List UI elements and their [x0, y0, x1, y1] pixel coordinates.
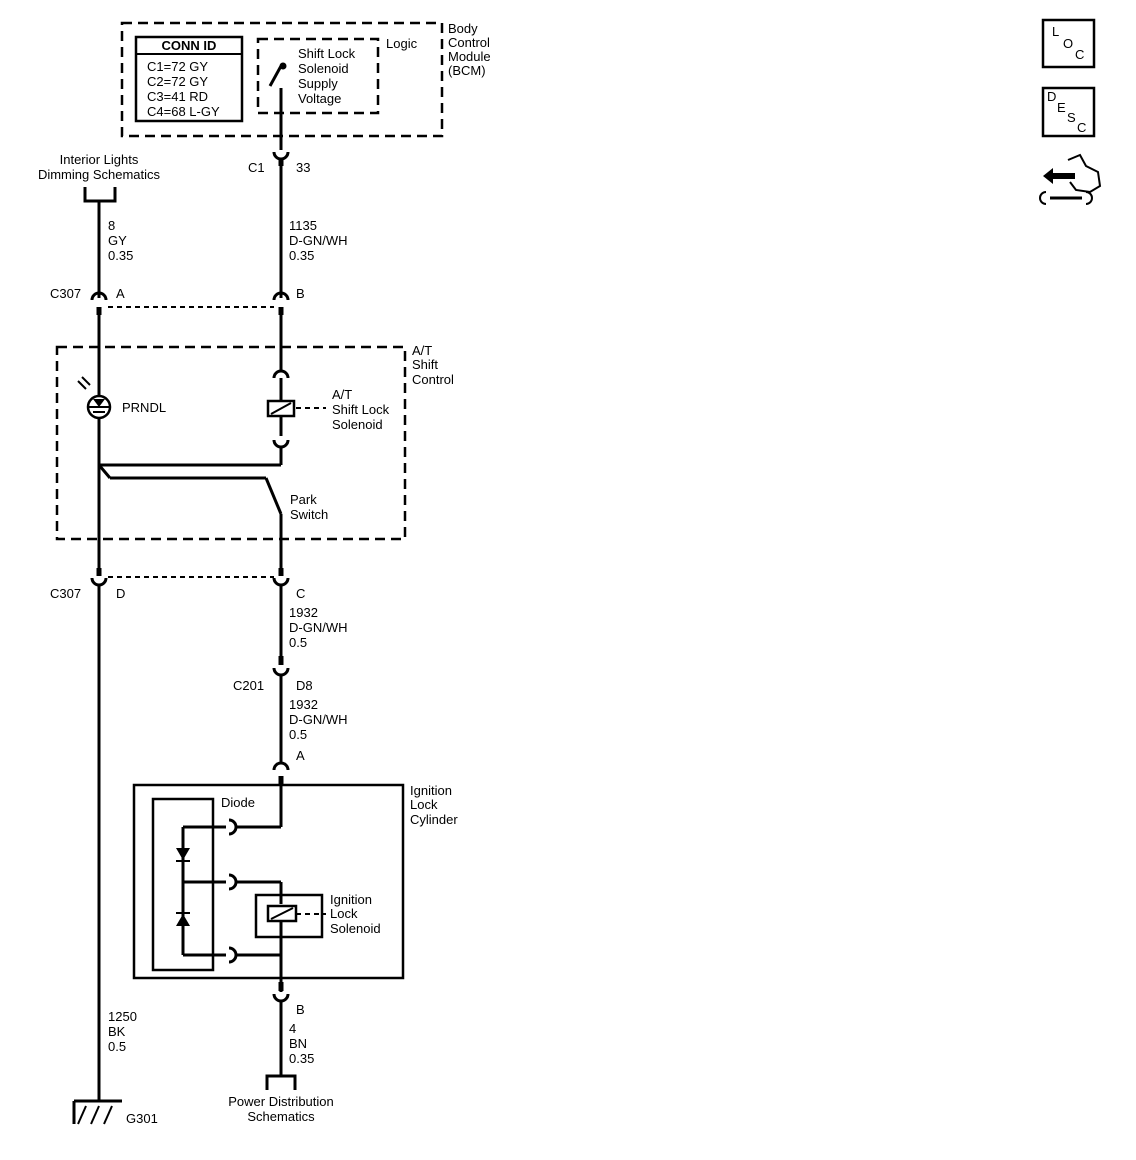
c307-bottom-pin-c: C — [296, 586, 305, 601]
at-control-label-2: Shift — [412, 357, 438, 372]
park-switch-label-1: Park — [290, 492, 317, 507]
shift-lock-label-3: Solenoid — [332, 417, 383, 432]
logic-label: Logic — [386, 36, 418, 51]
wire-bn-color: BN — [289, 1036, 307, 1051]
wire-1135-circuit: 1135 — [289, 218, 317, 233]
shift-lock-solenoid-icon — [266, 399, 296, 418]
wire-bn-size: 0.35 — [289, 1051, 314, 1066]
c1-connector-icon — [272, 151, 290, 161]
left-circuit: Interior Lights Dimming Schematics 8 GY … — [38, 152, 281, 1126]
supply-label-1: Shift Lock — [298, 46, 356, 61]
park-switch-label-2: Switch — [290, 507, 328, 522]
loc-button[interactable]: L O C — [1041, 18, 1096, 69]
conn-id-row: C2=72 GY — [147, 74, 208, 89]
desc-button[interactable]: D E S C — [1041, 86, 1096, 138]
bcm-label-2: Control — [448, 35, 490, 50]
wire-bk-color: BK — [108, 1024, 126, 1039]
c307-a-connector-icon — [90, 291, 108, 301]
c307-top-pin-a: A — [116, 286, 125, 301]
ignition-solenoid-label-3: Solenoid — [330, 921, 381, 936]
prndl-label: PRNDL — [122, 400, 166, 415]
ignition-solenoid-icon — [266, 904, 298, 923]
shift-lock-label-2: Shift Lock — [332, 402, 390, 417]
wire-gy-color: GY — [108, 233, 127, 248]
conn-id-row: C1=72 GY — [147, 59, 208, 74]
wire-1135-color: D-GN/WH — [289, 233, 348, 248]
wire-gy-circuit: 8 — [108, 218, 115, 233]
c1-pin: 33 — [296, 160, 310, 175]
shift-lock-label-1: A/T — [332, 387, 352, 402]
at-control-label-1: A/T — [412, 343, 432, 358]
c201-pin: D8 — [296, 678, 313, 693]
c307-b-connector-icon — [272, 291, 290, 301]
desc-letter-d: D — [1047, 89, 1056, 104]
loc-letter-l: L — [1052, 24, 1059, 39]
wire-1932b-circuit: 1932 — [289, 697, 318, 712]
interior-lights-arrow-icon — [83, 187, 117, 203]
prndl-lamp-icon — [77, 376, 112, 420]
c307-top-name: C307 — [50, 286, 81, 301]
wire-bk-size: 0.5 — [108, 1039, 126, 1054]
ignition-solenoid-outline — [254, 893, 324, 939]
c1-name: C1 — [248, 160, 265, 175]
ignition-pin-b: B — [296, 1002, 305, 1017]
ignition-lock-cylinder: Ignition Lock Cylinder Diode — [132, 783, 458, 1124]
diode-module-outline — [151, 797, 215, 972]
diode-upper-icon — [176, 848, 190, 862]
c201-connector-icon — [272, 667, 290, 677]
ground-name: G301 — [126, 1111, 158, 1126]
at-shift-control-outline — [55, 345, 407, 541]
ignition-lock-label-3: Cylinder — [410, 812, 458, 827]
ignition-solenoid-label-2: Lock — [330, 906, 358, 921]
wire-1932b-size: 0.5 — [289, 727, 307, 742]
power-distribution-ref-2: Schematics — [247, 1109, 315, 1124]
conn-id-row: C4=68 L-GY — [147, 104, 220, 119]
bcm-label-1: Body — [448, 21, 478, 36]
supply-label-2: Solenoid — [298, 61, 349, 76]
supply-label-3: Supply — [298, 76, 338, 91]
ignition-lock-outline — [132, 783, 405, 980]
loc-letter-o: O — [1063, 36, 1073, 51]
ground-icon — [72, 1099, 122, 1125]
desc-letter-c: C — [1077, 120, 1086, 135]
wire-1932a-size: 0.5 — [289, 635, 307, 650]
interior-lights-ref-1: Interior Lights — [60, 152, 139, 167]
desc-letter-s: S — [1067, 110, 1076, 125]
wire-1135-size: 0.35 — [289, 248, 314, 263]
conn-id-row: C3=41 RD — [147, 89, 208, 104]
ignition-lock-label-2: Lock — [410, 797, 438, 812]
wire-1932a-color: D-GN/WH — [289, 620, 348, 635]
wire-1932a-circuit: 1932 — [289, 605, 318, 620]
c307-bottom-pin-d: D — [116, 586, 125, 601]
diode-label: Diode — [221, 795, 255, 810]
bcm-label-4: (BCM) — [448, 63, 486, 78]
park-switch-icon — [110, 476, 283, 515]
c201-name: C201 — [233, 678, 264, 693]
c307-top-pin-b: B — [296, 286, 305, 301]
diode-lower-icon — [176, 912, 190, 926]
power-distribution-arrow-icon — [265, 1074, 297, 1090]
supply-label-4: Voltage — [298, 91, 341, 106]
desc-letter-e: E — [1057, 100, 1066, 115]
ignition-solenoid-label-1: Ignition — [330, 892, 372, 907]
wire-gy-size: 0.35 — [108, 248, 133, 263]
c307-bottom-name: C307 — [50, 586, 81, 601]
wire-bk-circuit: 1250 — [108, 1009, 137, 1024]
power-distribution-ref-1: Power Distribution — [228, 1094, 334, 1109]
ignition-lock-label-1: Ignition — [410, 783, 452, 798]
wire-bn-circuit: 4 — [289, 1021, 296, 1036]
loc-letter-c: C — [1075, 47, 1084, 62]
conn-id-table: CONN ID C1=72 GY C2=72 GY C3=41 RD C4=68… — [134, 35, 244, 123]
conn-id-title: CONN ID — [162, 38, 217, 53]
interior-lights-ref-2: Dimming Schematics — [38, 167, 161, 182]
at-control-label-3: Control — [412, 372, 454, 387]
ignition-pin-a: A — [296, 748, 305, 763]
bcm-label-3: Module — [448, 49, 491, 64]
hand-wrench-icon[interactable] — [1039, 153, 1102, 205]
bcm-module: Body Control Module (BCM) CONN ID C1=72 … — [120, 21, 491, 138]
wire-1932b-color: D-GN/WH — [289, 712, 348, 727]
right-circuit: C1 33 1135 D-GN/WH 0.35 B A/T Shift Lock… — [110, 113, 390, 785]
supply-switch-icon — [268, 62, 287, 113]
